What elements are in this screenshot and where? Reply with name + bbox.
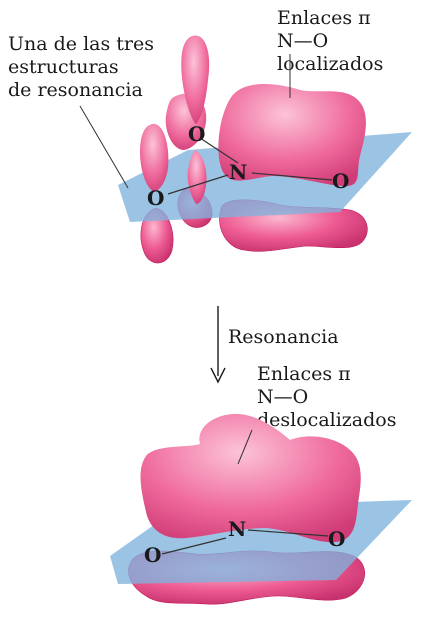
resonance-arrow <box>210 306 226 384</box>
structure-leader-line <box>79 105 129 189</box>
structure-label: Una de las tres estructuras de resonanci… <box>8 33 154 102</box>
top-upper-pi-lobe <box>218 84 366 186</box>
structure-label-line2: estructuras <box>8 56 119 78</box>
top-atom-o-right: O <box>332 169 349 193</box>
top-molecule: N O O O <box>79 35 412 264</box>
structure-label-line1: Una de las tres <box>8 33 154 55</box>
bottom-bond-n-o-left <box>161 537 227 555</box>
bottom-atom-n: N <box>228 517 246 541</box>
structure-label-line3: de resonancia <box>8 79 143 101</box>
delocalized-label-line1: Enlaces π <box>257 363 351 385</box>
delocalized-bond-label: Enlaces π N—O deslocalizados <box>257 363 397 432</box>
resonance-label: Resonancia <box>228 326 339 348</box>
top-oxygen-p-orbital-upper <box>181 35 210 124</box>
bottom-molecule: N O O <box>110 413 412 605</box>
bottom-atom-o-right: O <box>328 527 345 551</box>
top-lower-oxygen-lobe <box>140 207 174 264</box>
delocalized-label-line3: deslocalizados <box>257 409 397 431</box>
delocalized-label-line2: N—O <box>257 386 309 408</box>
localized-bond-label: Enlaces π N—O localizados <box>277 7 383 76</box>
top-oxygen-left-upper <box>140 123 169 192</box>
top-atom-o-upper: O <box>188 122 205 146</box>
localized-label-line2: N—O <box>277 30 329 52</box>
delocalized-leader-line <box>237 429 253 465</box>
bottom-bond-n-o-right <box>247 529 329 537</box>
localized-label-line1: Enlaces π <box>277 7 371 29</box>
top-bond-n-o-upper <box>199 137 239 164</box>
bottom-upper-pi-lobe <box>140 413 361 543</box>
top-atom-o-left: O <box>147 186 164 210</box>
top-bond-n-o-left <box>167 174 229 195</box>
top-oxygen-p-orbital-lower <box>187 150 207 204</box>
bottom-atom-o-left: O <box>144 543 161 567</box>
localized-label-line3: localizados <box>277 53 384 75</box>
top-atom-n: N <box>229 160 247 184</box>
top-bond-n-o-right <box>251 172 333 181</box>
